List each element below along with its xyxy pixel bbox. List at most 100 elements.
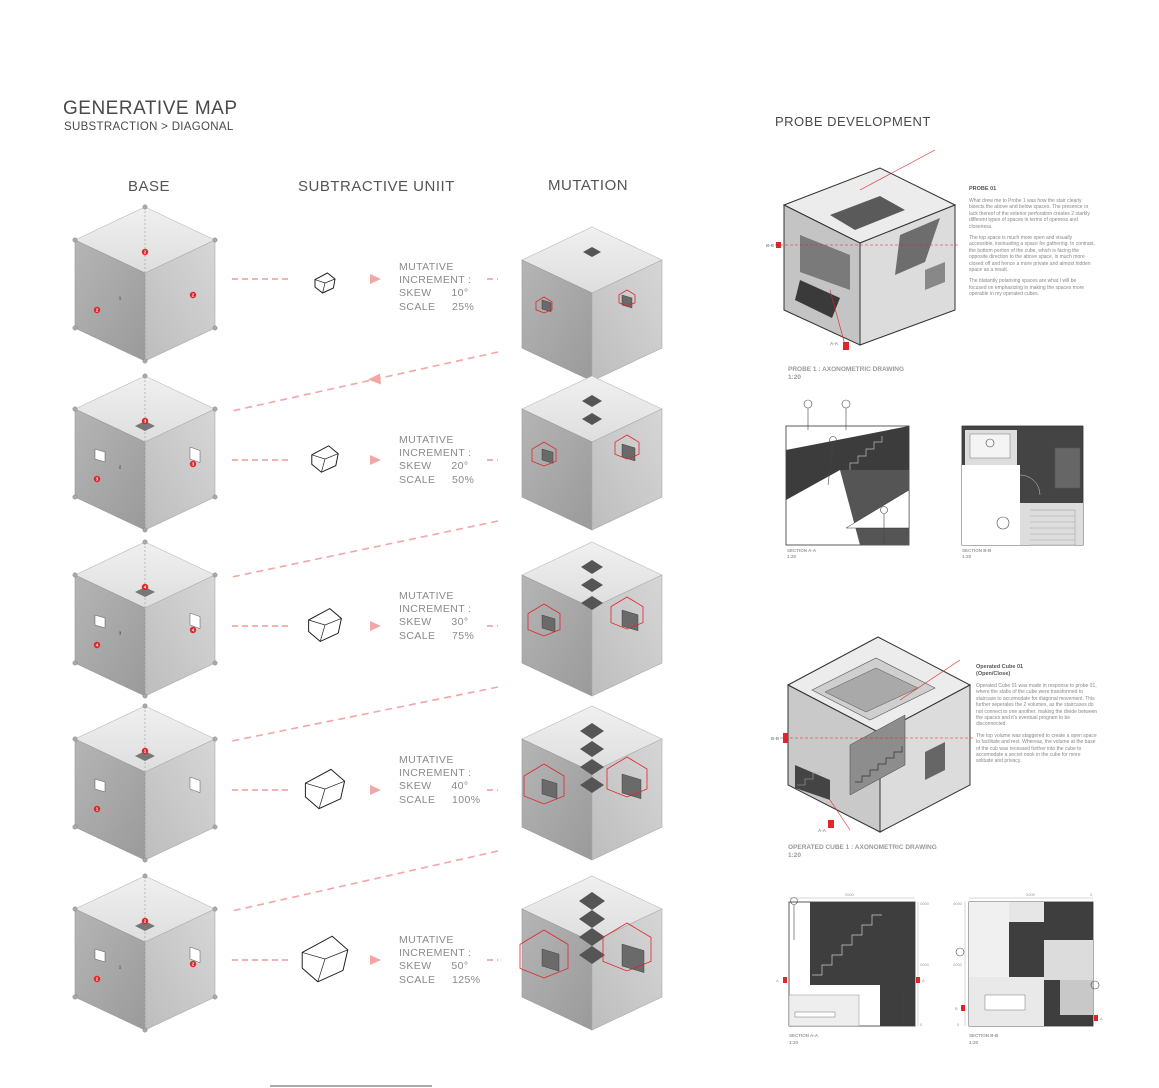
base-cube-1-marker-3-label: 2	[192, 293, 195, 298]
feedback-arrow-1-head	[368, 373, 381, 385]
base-cube-3-node-6	[142, 693, 148, 699]
mutation-cube-4	[521, 705, 663, 861]
base-cube-1-node-3	[212, 237, 218, 243]
page-title: GENERATIVE MAP	[63, 98, 238, 119]
base-cube-1-node-2	[72, 237, 78, 243]
probe-1-section-a-scale: 1:20	[787, 554, 797, 559]
row-5-scale: SCALE 125%	[399, 973, 481, 986]
subtractive-unit-column	[301, 272, 349, 983]
probe-1-note-p3: The blatantly polarising spaces are what…	[969, 278, 1085, 298]
mutation-cube-1	[521, 226, 663, 382]
cube-b-dim-l3: 0	[957, 1022, 960, 1027]
probe-1-section-b-b	[961, 425, 1084, 546]
feedback-arrow-3	[231, 686, 499, 742]
base-cube-2-node-1	[142, 373, 148, 379]
base-cube-2-marker-2-label: 3	[96, 477, 99, 482]
row-4-skew: SKEW 40°	[399, 780, 469, 793]
operated-cube-1-axonometric	[780, 636, 975, 833]
base-cube-1-node-5	[212, 325, 218, 331]
row-2-label-increment: INCREMENT :	[399, 447, 472, 460]
operated-cube-1-section-b-b	[955, 897, 1100, 1027]
base-cube-4-opening-right	[189, 776, 201, 793]
feedback-arrow-1	[231, 351, 499, 412]
mutation-cube-5-right-face	[591, 908, 663, 1031]
base-cube-1-node-4	[72, 325, 78, 331]
base-cube-4-node-3	[212, 736, 218, 742]
operated-cube-1-caption: OPERATED CUBE 1 : AXONOMETRIC DRAWING 1:…	[788, 844, 937, 860]
row-2-scale: SCALE 50%	[399, 473, 475, 486]
mutation-cube-2-unit-outline-2	[614, 434, 640, 460]
base-cube-2-marker-1-label: 3	[144, 419, 147, 424]
base-cube-3-marker-3-label: 4	[192, 628, 195, 633]
mutation-cube-3	[521, 541, 663, 697]
row-1-label-mutative: MUTATIVE	[399, 261, 454, 273]
mutation-cube-5-unit-outline-2	[602, 922, 652, 972]
probe-1-section-b-scale: 1:20	[962, 554, 972, 559]
mutation-cube-1-top-cut-1	[583, 247, 601, 257]
feedback-arrow-4	[231, 850, 499, 912]
row-2-skew: SKEW 20°	[399, 460, 469, 473]
cube-a-dim-r1: 4000	[920, 901, 930, 906]
mutation-cube-2-left-cut	[541, 448, 554, 464]
flow-arrows	[231, 274, 499, 965]
base-cube-2-marker-4-label: 2	[119, 465, 122, 470]
probe-1-section-a-label: SECTION A-A	[787, 548, 817, 553]
base-cube-5-node-4	[72, 994, 78, 1000]
flow-arrow-4-head	[370, 785, 381, 795]
subtractive-unit-3	[308, 607, 342, 642]
mutation-cube-3-right-face	[591, 574, 663, 697]
column-heading-unit: SUBTRACTIVE UNIIT	[298, 178, 455, 195]
row-1-params: MUTATIVE INCREMENT : SKEW 10° SCALE 25%	[399, 261, 474, 314]
base-cube-5-node-2	[72, 906, 78, 912]
row-1-label-increment: INCREMENT :	[399, 274, 472, 287]
row-4-label-mutative: MUTATIVE	[399, 754, 454, 766]
base-cube-1-marker-2	[93, 306, 101, 314]
mutation-cube-5-unit-outline-1	[519, 929, 569, 979]
base-cube-4-marker-2-label: 1	[96, 807, 99, 812]
base-cube-4-node-4	[72, 824, 78, 830]
mutation-cube-5-top-cut-3	[579, 928, 605, 946]
probe-1-caption-scale: 1:20	[788, 374, 802, 381]
mutation-cube-3-top-cut-1	[581, 560, 603, 574]
row-4-scale: SCALE 100%	[399, 793, 481, 806]
mutation-cube-1-right-face	[591, 259, 663, 382]
base-cube-2-opening-right	[189, 446, 201, 463]
base-cube-5-marker-4-label: 1	[119, 965, 122, 970]
page-subtitle: SUBSTRACTION > DIAGONAL	[64, 121, 234, 133]
cube-a-mark-left: A	[776, 978, 779, 983]
probe-1-axonometric	[775, 149, 960, 350]
row-3-skew: SKEW 30°	[399, 616, 469, 629]
operated-cube-1-section-b-label: SECTION B-B	[969, 1033, 999, 1038]
subtractive-unit-1-edge-b	[322, 282, 326, 294]
operated-cube-1-section-a-a	[783, 897, 920, 1027]
base-cube-4-opening-left	[94, 778, 106, 793]
base-cube-4-opening-top	[135, 751, 155, 761]
row-5-params: MUTATIVE INCREMENT : SKEW 50° SCALE 125%	[399, 934, 480, 987]
operated-cube-1-note-p1: Operated Cube 01 was made in response to…	[976, 683, 1098, 728]
probe-1-section-a-a	[785, 399, 910, 546]
probe-1-caption: PROBE 1 : AXONOMETRIC DRAWING 1:20	[788, 366, 904, 382]
base-cube-4-node-5	[212, 824, 218, 830]
mutation-cube-3-top-cut-3	[581, 596, 603, 610]
base-cube-4: 11	[72, 703, 218, 863]
row-1-scale: SCALE 25%	[399, 300, 475, 313]
cube-b-mark-right: A	[1100, 1016, 1103, 1021]
mutation-cube-1-unit-outline-2	[618, 289, 636, 307]
mutation-cube-4-unit-outline-2	[606, 756, 648, 798]
mutation-cube-4-right-cut	[621, 773, 642, 799]
base-cube-3-opening-left	[94, 614, 106, 629]
base-cube-5-marker-2	[93, 975, 101, 983]
operated-cube-1-section-a-scale: 1:20	[789, 1040, 799, 1045]
base-cube-5-marker-2-label: 2	[96, 977, 99, 982]
row-2-label-mutative: MUTATIVE	[399, 434, 454, 446]
base-cube-1-node-6	[142, 358, 148, 364]
operated-cube-1-caption-scale: 1:20	[788, 852, 802, 859]
mutation-cube-2-top-cut-1	[582, 395, 602, 407]
base-cube-2-opening-left	[94, 448, 106, 463]
row-3-label-mutative: MUTATIVE	[399, 590, 454, 602]
mutation-cube-4-top-cut-3	[580, 759, 604, 775]
base-cube-5-marker-1-label: 2	[144, 919, 147, 924]
cube-b-dim-top: 2000	[1026, 892, 1036, 897]
